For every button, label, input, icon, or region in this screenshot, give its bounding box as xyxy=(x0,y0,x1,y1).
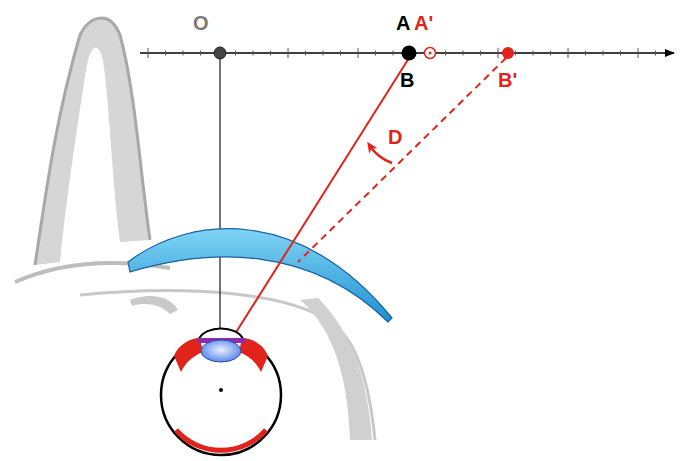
axis-tick xyxy=(603,51,604,56)
point-a-prime-center xyxy=(429,52,432,55)
axis-tick xyxy=(498,48,499,58)
axis-tick xyxy=(288,48,289,58)
axis-tick xyxy=(533,51,534,56)
axis-tick xyxy=(393,51,394,56)
axis-tick xyxy=(323,51,324,56)
axis-tick xyxy=(655,51,656,56)
point-label: A xyxy=(396,13,410,33)
axis-tick xyxy=(165,51,166,56)
axis-tick xyxy=(183,51,184,56)
virtual-ray xyxy=(298,58,506,262)
point-a-b xyxy=(402,46,417,61)
point-b-prime xyxy=(502,47,514,59)
axis-tick xyxy=(638,48,639,58)
deviation-label: D xyxy=(388,127,402,147)
axis-tick xyxy=(200,51,201,56)
axis-tick xyxy=(515,51,516,56)
axis-tick xyxy=(550,51,551,56)
axis-tick xyxy=(148,48,149,58)
axis-tick xyxy=(235,51,236,56)
refracted-ray xyxy=(228,58,409,345)
deviation-arrow xyxy=(370,146,392,163)
point-o xyxy=(214,47,226,59)
axis-tick xyxy=(305,51,306,56)
axis-tick xyxy=(568,48,569,58)
axis-tick xyxy=(463,51,464,56)
point-label: B' xyxy=(498,70,517,90)
point-label: O xyxy=(193,13,209,33)
axis-tick xyxy=(375,51,376,56)
point-label: B xyxy=(400,70,414,90)
axis-tick xyxy=(340,51,341,56)
axis-tick xyxy=(358,48,359,58)
point-a-prime xyxy=(425,48,436,59)
axis-tick xyxy=(480,51,481,56)
spectacle-lens xyxy=(128,229,392,322)
axis-tick xyxy=(445,51,446,56)
axis-tick xyxy=(253,51,254,56)
axis-tick xyxy=(585,51,586,56)
point-label: A' xyxy=(414,13,433,33)
axis-tick xyxy=(270,51,271,56)
eye xyxy=(161,329,281,456)
axis-tick xyxy=(620,51,621,56)
